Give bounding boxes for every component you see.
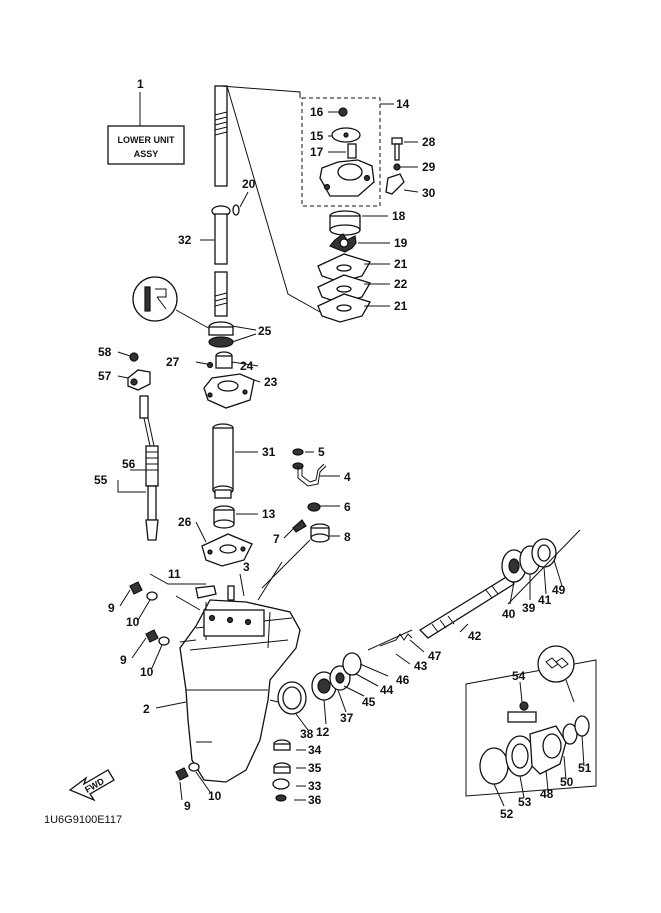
callout-9c: 9 bbox=[184, 799, 191, 813]
callout-5: 5 bbox=[318, 445, 325, 459]
callout-40: 40 bbox=[502, 607, 516, 621]
callout-46: 46 bbox=[396, 673, 410, 687]
callout-12: 12 bbox=[316, 725, 330, 739]
water-pump-group-box bbox=[301, 97, 381, 207]
callout-29: 29 bbox=[422, 160, 436, 174]
propeller-housing-assy bbox=[465, 659, 597, 797]
callout-1: 1 bbox=[137, 77, 144, 91]
callout-30: 30 bbox=[422, 186, 436, 200]
callout-51: 51 bbox=[578, 761, 592, 775]
callout-2: 2 bbox=[143, 702, 150, 716]
callout-35: 35 bbox=[308, 761, 322, 775]
callout-9b: 9 bbox=[120, 653, 127, 667]
callout-25: 25 bbox=[258, 324, 272, 338]
callout-57: 57 bbox=[98, 369, 112, 383]
lower-case-housing bbox=[179, 599, 301, 783]
callout-7: 7 bbox=[273, 532, 280, 546]
part-11 bbox=[195, 585, 217, 599]
callout-16: 16 bbox=[310, 105, 324, 119]
callout-13: 13 bbox=[262, 507, 276, 521]
detail-magnifier bbox=[132, 276, 213, 331]
callout-15: 15 bbox=[310, 129, 324, 143]
plate-26 bbox=[201, 533, 253, 567]
callout-43: 43 bbox=[414, 659, 428, 673]
tag-line-2: ASSY bbox=[134, 149, 159, 159]
gc-detail bbox=[537, 645, 575, 703]
callout-52: 52 bbox=[500, 807, 514, 821]
sleeve-31 bbox=[212, 423, 234, 499]
water-tube-parts bbox=[292, 448, 330, 543]
callout-39: 39 bbox=[522, 601, 536, 615]
callout-23: 23 bbox=[264, 375, 278, 389]
pin-47 bbox=[367, 629, 413, 651]
callout-37: 37 bbox=[340, 711, 354, 725]
callout-49: 49 bbox=[552, 583, 566, 597]
callout-48: 48 bbox=[540, 787, 554, 801]
lower-unit-assy-tag: LOWER UNIT ASSY bbox=[107, 92, 185, 165]
callout-26: 26 bbox=[178, 515, 192, 529]
callout-numbers: 1 2 3 4 5 6 7 8 9 9 9 10 10 10 11 12 13 … bbox=[94, 77, 592, 821]
part-3 bbox=[227, 585, 235, 601]
callout-19: 19 bbox=[394, 236, 408, 250]
callout-47: 47 bbox=[428, 649, 442, 663]
bolts-and-washers bbox=[129, 581, 200, 781]
callout-3: 3 bbox=[243, 560, 250, 574]
callout-56: 56 bbox=[122, 457, 136, 471]
callout-31: 31 bbox=[262, 445, 276, 459]
callout-21b: 21 bbox=[394, 299, 408, 313]
callout-34: 34 bbox=[308, 743, 322, 757]
callout-54: 54 bbox=[512, 669, 526, 683]
gear-and-bearing-set bbox=[277, 652, 362, 715]
callout-42: 42 bbox=[468, 629, 482, 643]
callout-10b: 10 bbox=[140, 665, 154, 679]
callout-6: 6 bbox=[344, 500, 351, 514]
callout-22: 22 bbox=[394, 277, 408, 291]
seal-stack-33-36 bbox=[272, 739, 291, 802]
propeller-shaft-42 bbox=[418, 575, 515, 639]
callout-38: 38 bbox=[300, 727, 314, 741]
callout-55: 55 bbox=[94, 473, 108, 487]
water-pump-parts bbox=[317, 107, 375, 323]
spring-43 bbox=[379, 633, 413, 647]
fwd-arrow: FWD bbox=[68, 769, 115, 802]
callout-14: 14 bbox=[396, 97, 410, 111]
callout-20: 20 bbox=[242, 177, 256, 191]
callout-33: 33 bbox=[308, 779, 322, 793]
callout-4: 4 bbox=[344, 470, 351, 484]
oil-seals-25 bbox=[208, 321, 234, 348]
callout-10a: 10 bbox=[126, 615, 140, 629]
shift-rod bbox=[139, 395, 159, 541]
bolt-58-bracket-57 bbox=[127, 352, 151, 391]
callout-28: 28 bbox=[422, 135, 436, 149]
callout-27: 27 bbox=[166, 355, 180, 369]
callout-21a: 21 bbox=[394, 257, 408, 271]
callout-18: 18 bbox=[392, 209, 406, 223]
callout-58: 58 bbox=[98, 345, 112, 359]
callout-36: 36 bbox=[308, 793, 322, 807]
bolt-washer-lever bbox=[385, 137, 405, 195]
housing-23 bbox=[203, 351, 255, 409]
drive-shaft bbox=[211, 85, 231, 317]
callout-10c: 10 bbox=[208, 789, 222, 803]
callout-9a: 9 bbox=[108, 601, 115, 615]
callout-41: 41 bbox=[538, 593, 552, 607]
callout-45: 45 bbox=[362, 695, 376, 709]
pin-20 bbox=[232, 204, 240, 216]
callout-50: 50 bbox=[560, 775, 574, 789]
callout-24: 24 bbox=[240, 359, 254, 373]
tag-line-1: LOWER UNIT bbox=[118, 135, 175, 145]
callout-53: 53 bbox=[518, 795, 532, 809]
callout-32: 32 bbox=[178, 233, 192, 247]
forward-gear-stack bbox=[501, 538, 557, 583]
leader-lines bbox=[117, 103, 585, 807]
grommet-13 bbox=[213, 505, 235, 529]
callout-17: 17 bbox=[310, 145, 324, 159]
callout-44: 44 bbox=[380, 683, 394, 697]
diagram-code: 1U6G9100E117 bbox=[44, 814, 122, 826]
callout-11: 11 bbox=[168, 567, 181, 581]
callout-8: 8 bbox=[344, 530, 351, 544]
